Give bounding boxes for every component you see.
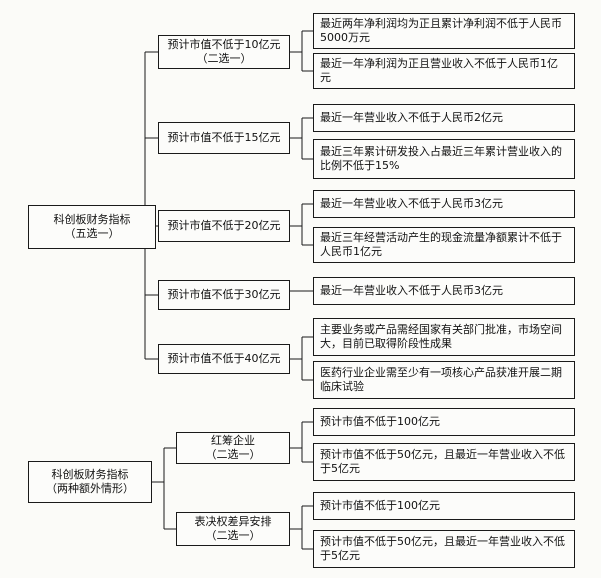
leaf-text: 医药行业企业需至少有一项核心产品获准开展二期临床试验 <box>320 366 562 393</box>
leaf-text: 最近两年净利润均为正且累计净利润不低于人民币5000万元 <box>320 17 562 44</box>
branch-title: 预计市值不低于30亿元 <box>167 288 281 301</box>
leaf-text: 最近三年累计研发投入占最近三年累计营业收入的比例不低于15% <box>320 145 562 172</box>
leaf-node: 预计市值不低于100亿元 <box>313 492 575 520</box>
leaf-node: 预计市值不低于50亿元，且最近一年营业收入不低于5亿元 <box>313 443 575 481</box>
branch-node-40: 预计市值不低于40亿元 <box>158 344 290 374</box>
leaf-node: 最近两年净利润均为正且累计净利润不低于人民币5000万元 <box>313 13 575 49</box>
leaf-text: 预计市值不低于50亿元，且最近一年营业收入不低于5亿元 <box>320 448 565 475</box>
leaf-node: 最近三年累计研发投入占最近三年累计营业收入的比例不低于15% <box>313 139 575 179</box>
branch-subtitle: （二选一） <box>205 529 261 542</box>
leaf-node: 主要业务或产品需经国家有关部门批准，市场空间大，目前已取得阶段性成果 <box>313 318 575 356</box>
branch-title: 预计市值不低于40亿元 <box>167 352 281 365</box>
leaf-text: 最近一年营业收入不低于人民币3亿元 <box>320 197 503 210</box>
branch-title: 预计市值不低于20亿元 <box>167 219 281 232</box>
branch-node-red-chip: 红筹企业 （二选一） <box>176 432 290 464</box>
branch-title: 表决权差异安排 <box>194 515 272 528</box>
branch-node-30: 预计市值不低于30亿元 <box>158 280 290 310</box>
branch-node-20: 预计市值不低于20亿元 <box>158 210 290 242</box>
leaf-text: 主要业务或产品需经国家有关部门批准，市场空间大，目前已取得阶段性成果 <box>320 323 562 350</box>
leaf-node: 最近一年净利润为正且营业收入不低于人民币1亿元 <box>313 53 575 89</box>
leaf-text: 最近一年净利润为正且营业收入不低于人民币1亿元 <box>320 57 558 84</box>
leaf-node: 最近一年营业收入不低于人民币3亿元 <box>313 190 575 218</box>
root-node-five-options: 科创板财务指标 （五选一） <box>28 205 156 249</box>
branch-title: 预计市值不低于15亿元 <box>167 131 281 144</box>
leaf-node: 最近一年营业收入不低于人民币2亿元 <box>313 104 575 132</box>
root-node-two-cases: 科创板财务指标 （两种额外情形） <box>28 461 152 503</box>
root-title: 科创板财务指标 <box>51 468 129 481</box>
branch-title: 预计市值不低于10亿元 <box>167 38 281 51</box>
branch-subtitle: （二选一） <box>205 448 261 461</box>
leaf-text: 最近三年经营活动产生的现金流量净额累计不低于人民币1亿元 <box>320 231 562 258</box>
root-subtitle: （五选一） <box>64 227 120 240</box>
root-title: 科创板财务指标 <box>53 213 131 226</box>
branch-node-voting-rights: 表决权差异安排 （二选一） <box>176 512 290 546</box>
branch-node-15: 预计市值不低于15亿元 <box>158 122 290 154</box>
leaf-node: 预计市值不低于100亿元 <box>313 408 575 436</box>
root-subtitle: （两种额外情形） <box>46 482 134 495</box>
leaf-text: 预计市值不低于100亿元 <box>320 499 440 512</box>
leaf-text: 预计市值不低于100亿元 <box>320 415 440 428</box>
branch-title: 红筹企业 <box>211 434 255 447</box>
branch-subtitle: （二选一） <box>196 52 252 65</box>
leaf-text: 预计市值不低于50亿元，且最近一年营业收入不低于5亿元 <box>320 535 565 562</box>
leaf-node: 最近一年营业收入不低于人民币3亿元 <box>313 277 575 305</box>
leaf-node: 医药行业企业需至少有一项核心产品获准开展二期临床试验 <box>313 361 575 399</box>
leaf-node: 预计市值不低于50亿元，且最近一年营业收入不低于5亿元 <box>313 530 575 568</box>
leaf-text: 最近一年营业收入不低于人民币2亿元 <box>320 111 503 124</box>
branch-node-10: 预计市值不低于10亿元 （二选一） <box>158 35 290 69</box>
leaf-text: 最近一年营业收入不低于人民币3亿元 <box>320 284 503 297</box>
leaf-node: 最近三年经营活动产生的现金流量净额累计不低于人民币1亿元 <box>313 227 575 263</box>
